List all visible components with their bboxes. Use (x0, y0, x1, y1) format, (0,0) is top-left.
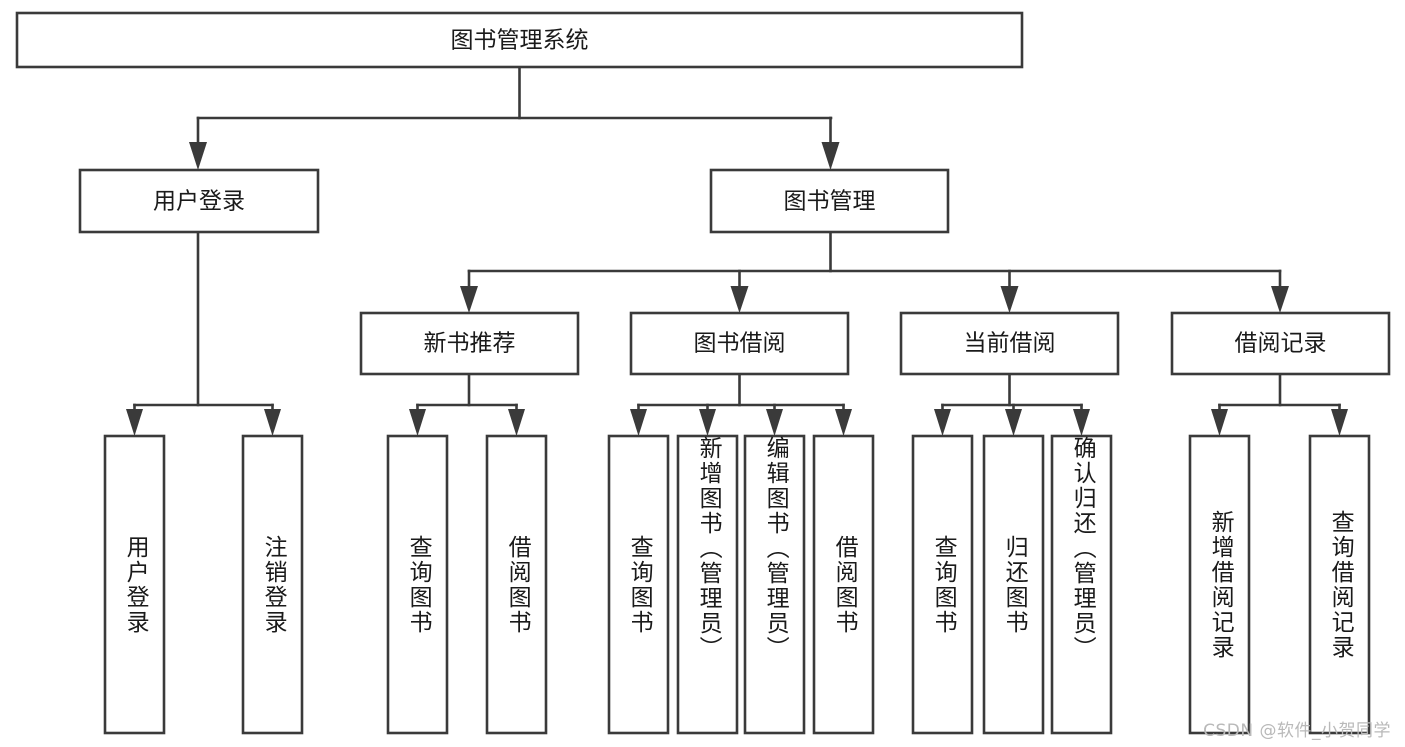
node-new-book-recommend-box[interactable] (359, 311, 580, 376)
node-new-book-recommend[interactable]: 新书推荐 (359, 311, 580, 376)
node-root-label: 图书管理系统 (451, 28, 589, 54)
leaf-box-book-borrow-1[interactable] (676, 434, 739, 735)
leaf-box-book-borrow-0[interactable] (607, 434, 670, 735)
leaf-box-current-borrow-1[interactable] (982, 434, 1045, 735)
node-borrow-record-box[interactable] (1170, 311, 1391, 376)
leaf-box-borrow-record-0[interactable] (1188, 434, 1251, 735)
arrow-head-ul-leaf0 (126, 409, 143, 436)
leaf-box-book-borrow-2[interactable] (743, 434, 806, 735)
node-root-box[interactable] (15, 11, 1024, 69)
csdn-watermark: CSDN @软件_小贺同学 (1203, 721, 1391, 741)
arrow-head-ul-leaf1 (264, 409, 281, 436)
node-user-login[interactable]: 用户登录 (78, 168, 320, 234)
arrow-head-l3-3 (1271, 286, 1289, 313)
arrow-head-nb-leaf1 (508, 409, 525, 436)
node-new-book-recommend-label: 新书推荐 (424, 331, 516, 357)
leaf-box-book-borrow-3[interactable] (812, 434, 875, 735)
leaf-box-new-book-0[interactable] (386, 434, 449, 735)
arrow-head-l3-1 (730, 286, 749, 313)
leaf-box-user-login-0[interactable] (103, 434, 166, 735)
leaf-box-new-book-1[interactable] (485, 434, 548, 735)
node-book-borrow-label: 图书借阅 (694, 331, 786, 357)
node-user-login-box[interactable] (78, 168, 320, 234)
node-book-borrow[interactable]: 图书借阅 (629, 311, 850, 376)
arrow-head-br-leaf1 (1331, 409, 1348, 436)
node-borrow-record[interactable]: 借阅记录 (1170, 311, 1391, 376)
arrow-head-br-leaf0 (1211, 409, 1228, 436)
arrow-head-nb-leaf0 (409, 409, 426, 436)
node-current-borrow-box[interactable] (899, 311, 1120, 376)
node-book-borrow-box[interactable] (629, 311, 850, 376)
connector-group (126, 65, 1348, 436)
node-current-borrow-label: 当前借阅 (964, 331, 1056, 357)
node-current-borrow[interactable]: 当前借阅 (899, 311, 1120, 376)
node-user-login-label: 用户登录 (153, 189, 245, 215)
arrow-head-user-login (189, 142, 207, 170)
leaf-box-group (103, 434, 1371, 735)
arrow-head-cb-leaf2 (1073, 409, 1090, 436)
leaf-box-current-borrow-2[interactable] (1050, 434, 1113, 735)
node-book-management[interactable]: 图书管理 (709, 168, 950, 234)
arrow-head-l3-2 (1000, 286, 1019, 313)
arrow-head-cb-leaf0 (934, 409, 951, 436)
node-book-management-box[interactable] (709, 168, 950, 234)
leaf-box-borrow-record-1[interactable] (1308, 434, 1371, 735)
leaf-box-current-borrow-0[interactable] (911, 434, 974, 735)
node-borrow-record-label: 借阅记录 (1235, 331, 1327, 357)
arrow-head-bb-leaf1 (699, 409, 716, 436)
leaf-box-user-login-1[interactable] (241, 434, 304, 735)
arrow-head-bb-leaf2 (766, 409, 783, 436)
node-root[interactable]: 图书管理系统 (15, 11, 1024, 69)
arrow-head-book-mgmt (821, 142, 840, 170)
arrow-head-cb-leaf1 (1005, 409, 1022, 436)
node-book-management-label: 图书管理 (784, 189, 876, 215)
arrow-head-l3-0 (460, 286, 478, 313)
arrow-head-bb-leaf0 (630, 409, 647, 436)
arrow-head-bb-leaf3 (835, 409, 852, 436)
